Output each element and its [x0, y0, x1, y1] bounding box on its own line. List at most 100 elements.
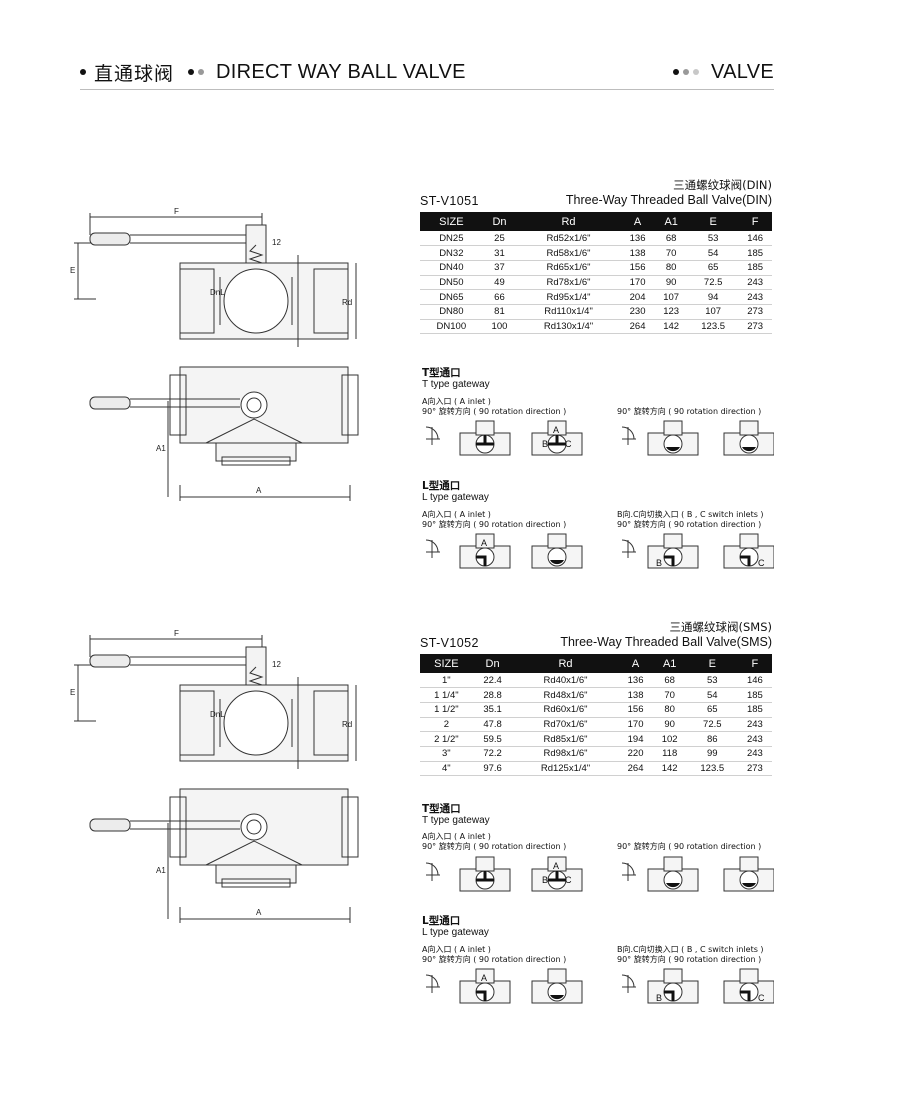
valve-port-diagram: B	[647, 968, 699, 1004]
table-cell: 138	[620, 245, 655, 261]
table-cell: Rd65x1/6"	[516, 260, 621, 276]
table-cell: 170	[620, 275, 655, 291]
table-cell: 230	[620, 304, 655, 320]
table-cell: 54	[686, 687, 738, 703]
table-cell: 80	[652, 702, 687, 718]
table-cell: DN25	[420, 231, 483, 247]
table-cell: 31	[482, 245, 517, 261]
t-gateway-title-cn: T型通口	[422, 367, 461, 379]
table-cell: 102	[652, 731, 687, 747]
table-cell: 204	[620, 289, 655, 305]
table-cell: 138	[618, 687, 653, 703]
l-left-caption: A向入口 ( A inlet ) 90° 旋转方向 ( 90 rotation …	[422, 945, 567, 964]
port-label: A	[553, 861, 559, 871]
table-cell: Rd130x1/4"	[516, 319, 621, 335]
valve-drawing: F E 12 DnL Rd A1 A	[70, 627, 360, 947]
table-cell: 142	[652, 761, 687, 777]
column-header: SIZE	[420, 212, 483, 231]
table-cell: 107	[654, 289, 688, 305]
table-cell: DN65	[420, 289, 483, 305]
table-cell: 35.1	[472, 702, 513, 718]
port-label: A	[481, 538, 487, 548]
port-label: A	[553, 425, 559, 435]
table-cell: 99	[686, 746, 738, 762]
table-cell: 220	[618, 746, 653, 762]
column-header: SIZE	[420, 654, 473, 673]
table-cell: 170	[618, 717, 653, 733]
port-label: B	[542, 439, 548, 449]
table-cell: Rd40x1/6"	[512, 673, 619, 689]
table-cell: 37	[482, 260, 517, 276]
table-cell: 243	[738, 275, 772, 291]
port-label: A	[481, 973, 487, 983]
l-gateway-title-en: L type gateway	[422, 927, 489, 938]
l-gateway-title-cn: L型通口	[422, 915, 461, 927]
dim-12-label: 12	[272, 238, 281, 247]
table-cell: 243	[737, 717, 772, 733]
rotation-icon	[621, 862, 636, 881]
table-cell: 25	[482, 231, 517, 247]
model-number: ST-V1052	[420, 636, 479, 650]
t-left-caption: A向入口 ( A inlet ) 90° 旋转方向 ( 90 rotation …	[422, 397, 567, 416]
dim-rd-label: Rd	[342, 298, 352, 307]
table-cell: 264	[618, 761, 653, 777]
dim-rd-label: Rd	[342, 720, 352, 729]
table-cell: Rd85x1/6"	[512, 731, 619, 747]
header-right: VALVE	[672, 58, 774, 86]
product-title-en: Three-Way Threaded Ball Valve(DIN)	[565, 193, 772, 207]
table-cell: DN80	[420, 304, 483, 320]
column-header: A	[618, 654, 653, 673]
table-cell: 86	[686, 731, 738, 747]
table-cell: 146	[737, 673, 772, 689]
column-header: E	[686, 654, 738, 673]
table-cell: 273	[738, 304, 772, 320]
table-cell: 3"	[420, 746, 473, 762]
table-cell: 59.5	[472, 731, 513, 747]
table-cell: 28.8	[472, 687, 513, 703]
valve-port-diagram	[459, 420, 511, 456]
dim-f-label: F	[174, 629, 179, 638]
table-cell: DN100	[420, 319, 483, 335]
table-cell: 243	[737, 746, 772, 762]
product-title-en: Three-Way Threaded Ball Valve(SMS)	[560, 635, 772, 649]
table-cell: 4"	[420, 761, 473, 777]
valve-port-diagram	[647, 856, 699, 892]
table-cell: 107	[687, 304, 739, 320]
table-cell: Rd70x1/6"	[512, 717, 619, 733]
table-cell: 100	[482, 319, 517, 335]
table-cell: 49	[482, 275, 517, 291]
table-cell: 72.2	[472, 746, 513, 762]
table-cell: 65	[686, 702, 738, 718]
header-category: VALVE	[710, 60, 774, 83]
table-cell: Rd48x1/6"	[512, 687, 619, 703]
table-cell: Rd98x1/6"	[512, 746, 619, 762]
valve-drawing-icon: F E 12 DnL Rd A1 A	[70, 629, 359, 923]
table-cell: Rd78x1/6"	[516, 275, 621, 291]
rotation-icon	[425, 974, 440, 993]
dim-f-label: F	[174, 207, 179, 216]
table-cell: 53	[687, 231, 739, 247]
table-cell: 47.8	[472, 717, 513, 733]
valve-port-diagram	[531, 533, 583, 569]
table-cell: 194	[618, 731, 653, 747]
column-header: E	[687, 212, 739, 231]
dim-dnl-label: DnL	[210, 710, 225, 719]
column-header: F	[738, 212, 772, 231]
table-cell: 72.5	[687, 275, 739, 291]
product-title-cn: 三通螺纹球阀(SMS)	[669, 620, 773, 634]
table-cell: 22.4	[472, 673, 513, 689]
dim-e-label: E	[70, 688, 75, 697]
table-cell: 68	[654, 231, 688, 247]
table-cell: 142	[654, 319, 688, 335]
column-header: A	[620, 212, 655, 231]
rotation-icon	[425, 862, 440, 881]
